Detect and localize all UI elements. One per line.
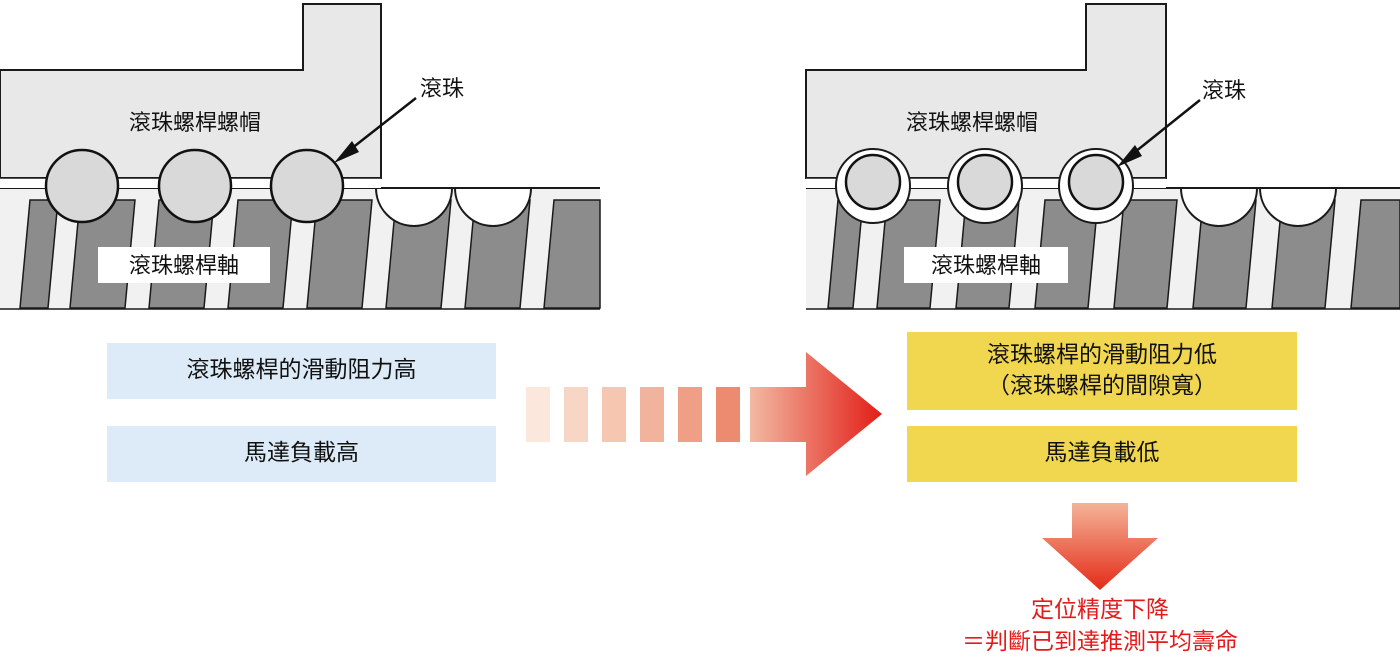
right-balls	[844, 153, 1125, 211]
left-nut-label: 滾珠螺桿螺帽	[129, 111, 261, 136]
right-resistance-text-2: （滾珠螺桿的間隙寬）	[987, 373, 1217, 399]
left-resistance-box: 滾珠螺桿的滑動阻力高	[107, 343, 496, 399]
left-shaft-label: 滾珠螺桿軸	[129, 254, 239, 279]
down-arrow	[1042, 503, 1158, 590]
right-motor-load-box: 馬達負載低	[907, 426, 1297, 482]
right-shaft-label: 滾珠螺桿軸	[931, 254, 1041, 279]
left-ball-screw-panel: 滾珠 滾珠螺桿螺帽 滾珠螺桿軸	[0, 3, 601, 310]
left-motor-load-box: 馬達負載高	[107, 426, 496, 482]
result-line-1: 定位精度下降	[1031, 597, 1169, 623]
right-resistance-box: 滾珠螺桿的滑動阻力低 （滾珠螺桿的間隙寬）	[907, 332, 1297, 410]
right-shaft-label-bg	[904, 247, 1068, 283]
transition-arrow	[526, 352, 882, 476]
right-ball-label: 滾珠	[1202, 79, 1246, 104]
left-motor-load-text: 馬達負載高	[244, 440, 359, 467]
right-resistance-text-1: 滾珠螺桿的滑動阻力低	[987, 341, 1217, 368]
right-ball-pointer-arrow	[1117, 99, 1201, 167]
right-nut-label: 滾珠螺桿螺帽	[906, 111, 1038, 136]
left-ball-label: 滾珠	[420, 77, 464, 102]
result-line-2: ＝判斷已到達推測平均壽命	[962, 629, 1238, 656]
result-callout: 定位精度下降 ＝判斷已到達推測平均壽命	[850, 594, 1350, 658]
left-resistance-text: 滾珠螺桿的滑動阻力高	[186, 357, 417, 384]
right-ball-screw-panel: 滾珠 滾珠螺桿螺帽 滾珠螺桿軸	[805, 3, 1400, 310]
left-shaft-label-bg	[98, 247, 270, 283]
left-ball-pointer-arrow	[334, 97, 417, 163]
left-balls	[44, 148, 345, 224]
right-motor-load-text: 馬達負載低	[1044, 440, 1160, 467]
